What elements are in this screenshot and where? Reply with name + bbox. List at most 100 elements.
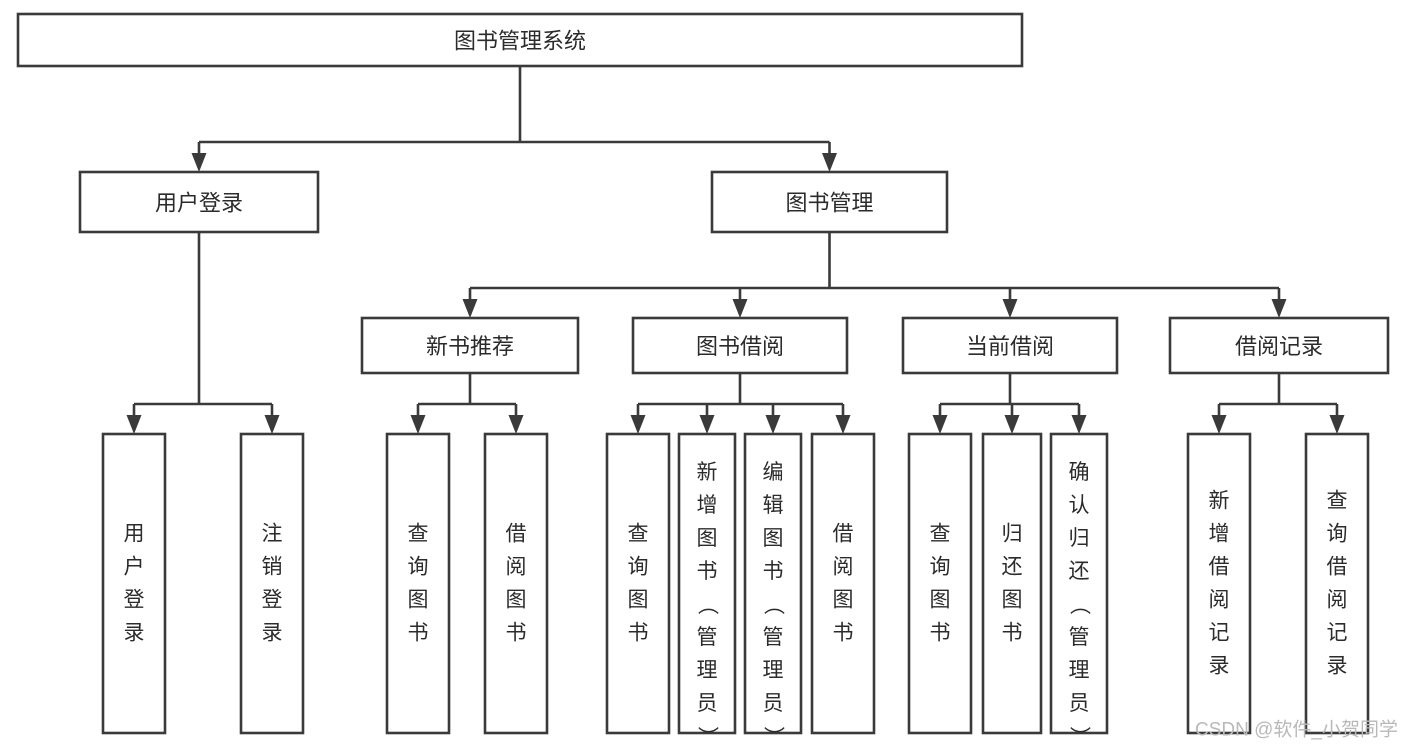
node-label-char: 注 (262, 523, 283, 546)
node-label-char: 确 (1069, 461, 1090, 484)
node-label: 借阅记录 (1235, 334, 1323, 359)
node-label-char: 书 (628, 622, 649, 645)
node-用户登录[interactable]: 用户登录 (78, 170, 320, 234)
node-label-char: 新 (1209, 490, 1230, 513)
node-label-char: 理 (763, 659, 784, 682)
node-box (901, 316, 1119, 375)
node-label-char: 登 (124, 589, 145, 612)
arrow-head (1211, 415, 1227, 434)
node-label: 新书推荐 (426, 334, 514, 359)
node-label-char: 记 (1327, 622, 1348, 645)
node-label-char: 管 (697, 626, 718, 649)
node-label-char: 阅 (833, 556, 854, 579)
node-label-char: 询 (1327, 523, 1348, 546)
node-新书推荐[interactable]: 新书推荐 (360, 316, 580, 375)
node-label-char: 录 (1327, 655, 1348, 678)
node-label-char: 借 (833, 523, 854, 546)
arrow-head (462, 299, 478, 318)
node-label-char: 录 (262, 622, 283, 645)
node-label-char: 书 (697, 560, 718, 583)
node-label-char: （ (762, 594, 785, 615)
node-label-char: 图 (1002, 589, 1023, 612)
arrow-head (765, 415, 781, 434)
node-当前借阅[interactable]: 当前借阅 (901, 316, 1119, 375)
arrow-head (822, 153, 837, 172)
node-box (78, 170, 320, 234)
node-label-char: ） (1068, 726, 1091, 747)
node-label-char: 书 (408, 622, 429, 645)
node-label-char: 还 (1069, 560, 1090, 583)
node-box (710, 170, 949, 234)
node-图书管理系统[interactable]: 图书管理系统 (16, 12, 1024, 68)
node-label-char: 员 (697, 692, 718, 715)
node-借阅记录[interactable]: 借阅记录 (1168, 316, 1390, 375)
node-label-char: 图 (408, 589, 429, 612)
arrow-head (1002, 299, 1018, 318)
node-box (743, 432, 803, 735)
node-box (16, 12, 1024, 68)
node-label-char: 理 (1069, 659, 1090, 682)
node-label-char: 增 (1209, 523, 1230, 546)
node-label-char: （ (696, 594, 719, 615)
arrow-head (630, 415, 646, 434)
node-label-char: 书 (833, 622, 854, 645)
node-label-char: 阅 (506, 556, 527, 579)
node-label: 图书管理系统 (454, 29, 586, 54)
node-图书借阅[interactable]: 图书借阅 (631, 316, 849, 375)
node-label-char: 增 (697, 494, 718, 517)
node-label-char: 录 (1209, 655, 1230, 678)
node-label-char: 查 (930, 523, 951, 546)
node-label-char: 图 (763, 527, 784, 550)
node-label-char: 录 (124, 622, 145, 645)
node-label-char: 新 (697, 461, 718, 484)
node-label-char: 户 (124, 556, 145, 579)
node-label-char: 图 (697, 527, 718, 550)
node-box (631, 316, 849, 375)
node-label-char: 书 (506, 622, 527, 645)
arrow-head (1071, 415, 1087, 434)
node-用户登录[interactable]: 用户登录 (101, 432, 167, 735)
node-label-char: 辑 (763, 494, 784, 517)
node-label-char: 理 (697, 659, 718, 682)
node-box (810, 432, 876, 735)
node-box (1304, 432, 1370, 735)
csdn-watermark: CSDN @软件_小贺同学 (1195, 719, 1398, 741)
node-图书管理[interactable]: 图书管理 (710, 170, 949, 234)
node-box (385, 432, 451, 735)
node-label-char: 阅 (1327, 589, 1348, 612)
node-label-char: 询 (408, 556, 429, 579)
node-box (1186, 432, 1252, 735)
node-label-char: 借 (1327, 556, 1348, 579)
node-box (1049, 432, 1109, 735)
node-label-char: 销 (262, 556, 283, 579)
arrow-head (126, 415, 142, 434)
node-label: 当前借阅 (966, 334, 1054, 359)
node-label-char: 编 (763, 461, 784, 484)
node-box (677, 432, 737, 735)
node-label-char: 询 (628, 556, 649, 579)
node-box (1168, 316, 1390, 375)
node-box (907, 432, 973, 735)
node-box (360, 316, 580, 375)
node-label-char: 还 (1002, 556, 1023, 579)
arrow-head (932, 415, 948, 434)
arrow-head (410, 415, 426, 434)
node-label-char: 归 (1069, 527, 1090, 550)
node-label-char: 查 (408, 523, 429, 546)
arrow-head (1004, 415, 1020, 434)
node-label-char: 员 (1069, 692, 1090, 715)
node-box (239, 432, 305, 735)
node-label-char: 借 (506, 523, 527, 546)
